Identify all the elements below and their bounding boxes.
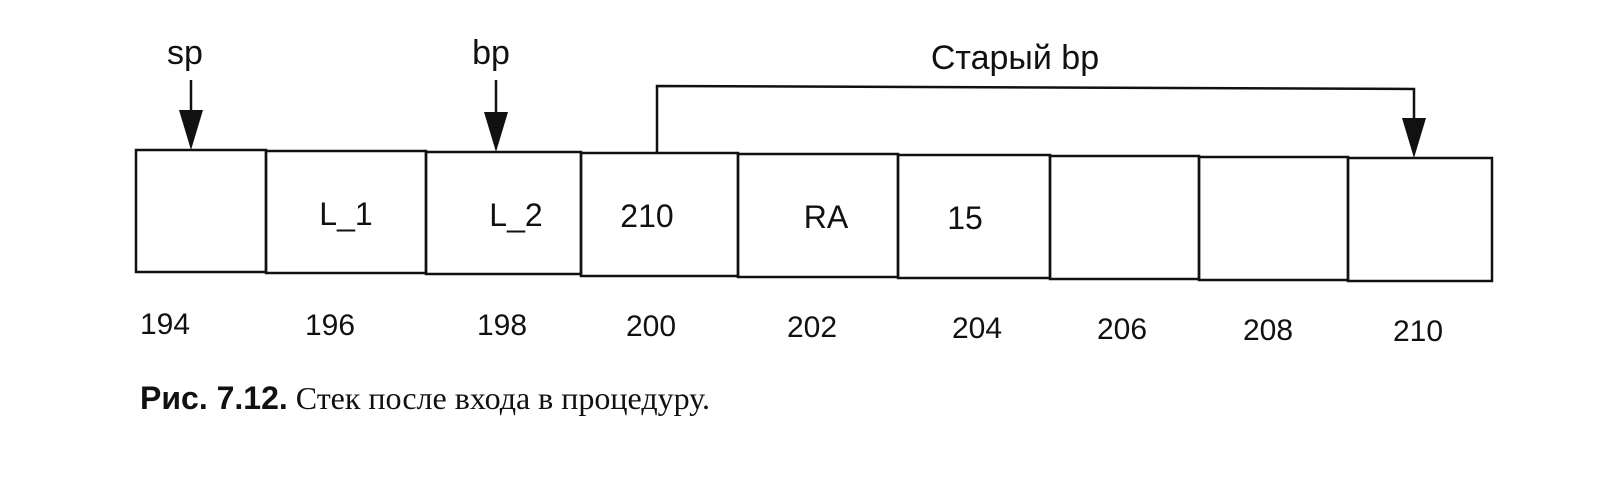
old-bp-link: Старый bp <box>655 39 1426 158</box>
cell-address-202: 202 <box>787 311 837 344</box>
cell-address-208: 208 <box>1243 314 1293 347</box>
stack-cell-210 <box>1346 156 1494 283</box>
stack-addresses: 194 196 198 200 202 204 206 208 210 <box>140 308 1443 348</box>
stack-cells <box>134 148 1494 283</box>
sp-arrowhead <box>179 110 203 150</box>
cell-content-202: RA <box>804 199 849 235</box>
bp-pointer: bp <box>472 34 510 152</box>
figure-label: Рис. 7.12. <box>140 380 288 416</box>
bp-label: bp <box>472 34 510 72</box>
cell-address-194: 194 <box>140 308 190 341</box>
stack-cell-208 <box>1197 155 1350 282</box>
cell-content-198: L_2 <box>489 197 542 233</box>
stack-cell-206 <box>1048 154 1201 281</box>
bp-arrowhead <box>484 112 508 152</box>
sp-label: sp <box>167 34 203 72</box>
cell-address-198: 198 <box>477 309 527 342</box>
cell-content-196: L_1 <box>319 196 372 232</box>
stack-cell-194 <box>134 148 268 274</box>
figure-caption-text: Стек после входа в процедуру. <box>295 380 710 416</box>
cell-content-200: 210 <box>620 198 673 234</box>
old-bp-label: Старый bp <box>931 39 1099 77</box>
old-bp-connector <box>655 84 1416 153</box>
sp-pointer: sp <box>167 34 203 150</box>
cell-address-200: 200 <box>626 310 676 343</box>
cell-content-204: 15 <box>947 200 983 236</box>
cell-address-206: 206 <box>1097 313 1147 346</box>
cell-address-196: 196 <box>305 309 355 342</box>
cell-address-210: 210 <box>1393 315 1443 348</box>
stack-cell-contents: L_1 L_2 210 RA 15 <box>319 196 982 236</box>
old-bp-arrowhead <box>1402 118 1426 158</box>
cell-address-204: 204 <box>952 312 1002 345</box>
figure-caption: Рис. 7.12.Стек после входа в процедуру. <box>140 380 710 417</box>
